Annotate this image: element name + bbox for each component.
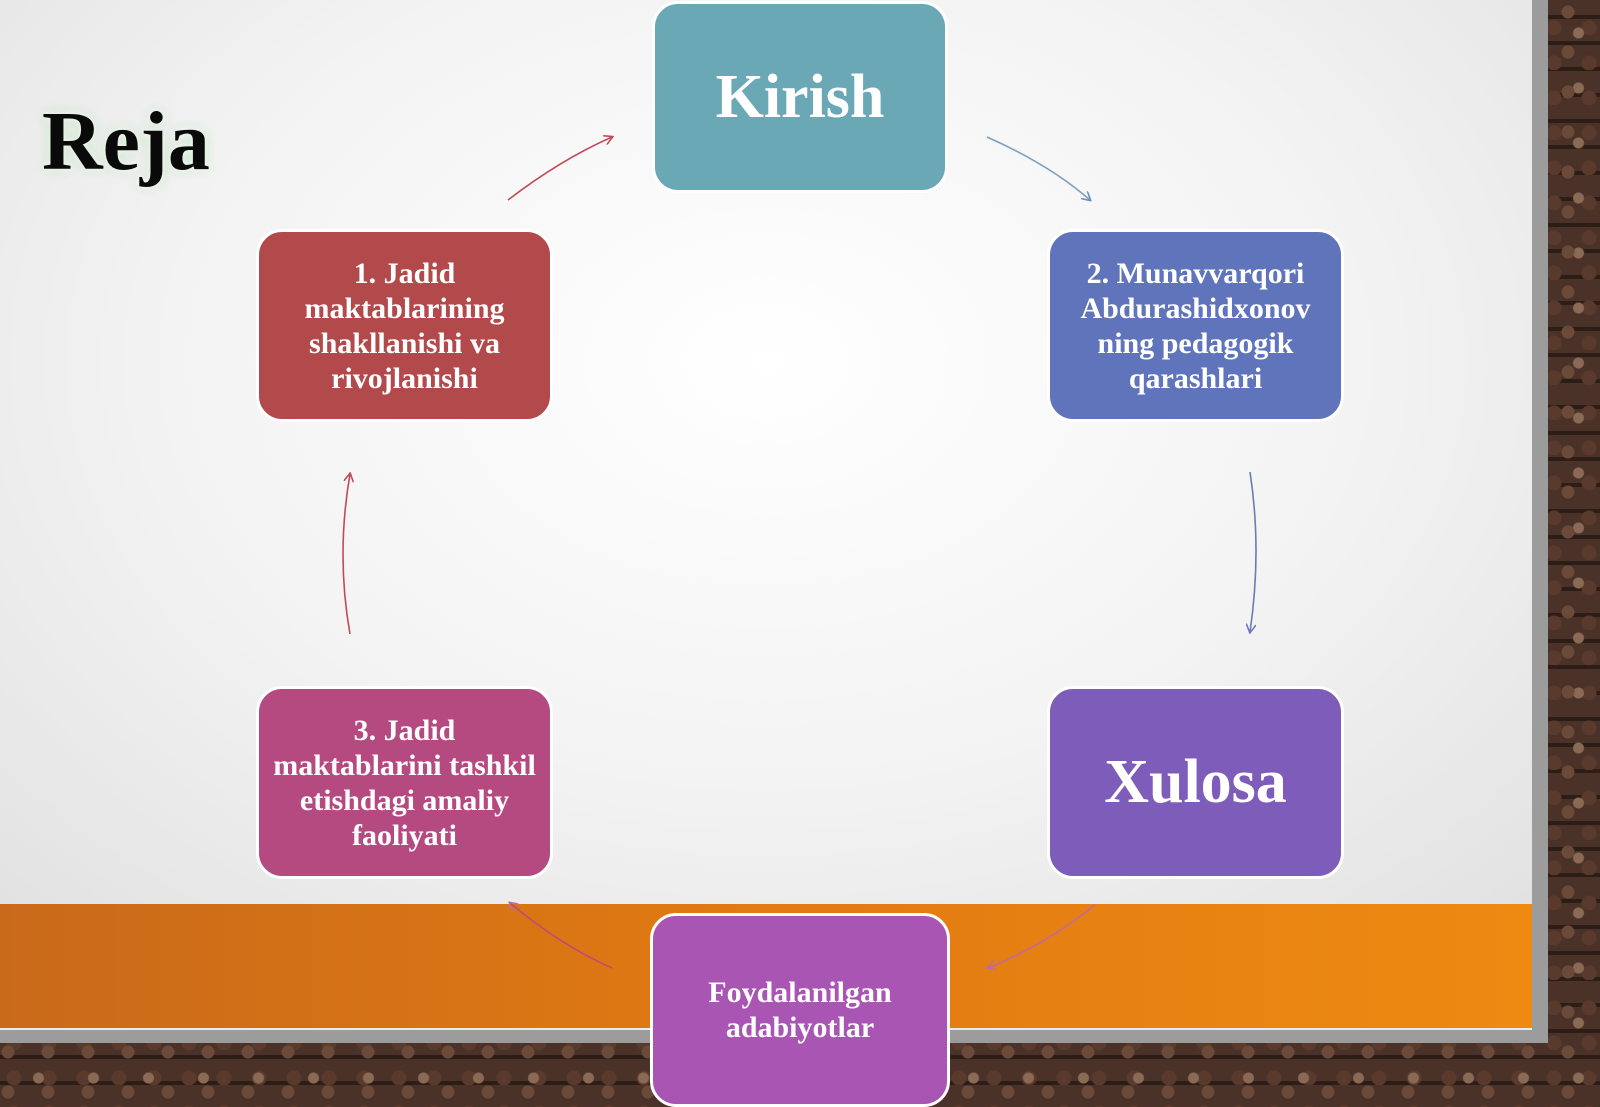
node-item2-label: 2. Munavvarqori Abdurashidxonov ning ped…: [1080, 256, 1311, 395]
arrow-xulosa-to-adabiyotlar: [988, 904, 1096, 968]
arrow-item1-to-kirish: [507, 137, 612, 201]
node-xulosa-label: Xulosa: [1104, 748, 1287, 816]
node-item3-label: 3. Jadid maktablarini tashkil etishdagi …: [273, 713, 536, 852]
node-adabiyotlar[interactable]: Foydalanilgan adabiyotlar: [650, 913, 950, 1107]
node-item3[interactable]: 3. Jadid maktablarini tashkil etishdagi …: [256, 686, 553, 879]
arrow-kirish-to-item2: [986, 136, 1090, 200]
arrow-item2-to-xulosa: [1250, 471, 1257, 632]
page-title: Reja: [42, 95, 210, 188]
node-item2[interactable]: 2. Munavvarqori Abdurashidxonov ning ped…: [1047, 229, 1344, 422]
arrow-adabiyotlar-to-item3: [510, 903, 613, 969]
arrow-item3-to-item1: [342, 474, 350, 635]
node-kirish[interactable]: Kirish: [652, 1, 948, 193]
node-xulosa[interactable]: Xulosa: [1047, 686, 1344, 879]
node-item1[interactable]: 1. Jadid maktablarining shakllanishi va …: [256, 229, 553, 422]
node-adabiyotlar-label: Foydalanilgan adabiyotlar: [708, 976, 892, 1044]
node-item1-label: 1. Jadid maktablarining shakllanishi va …: [304, 256, 505, 395]
node-kirish-label: Kirish: [715, 62, 885, 131]
